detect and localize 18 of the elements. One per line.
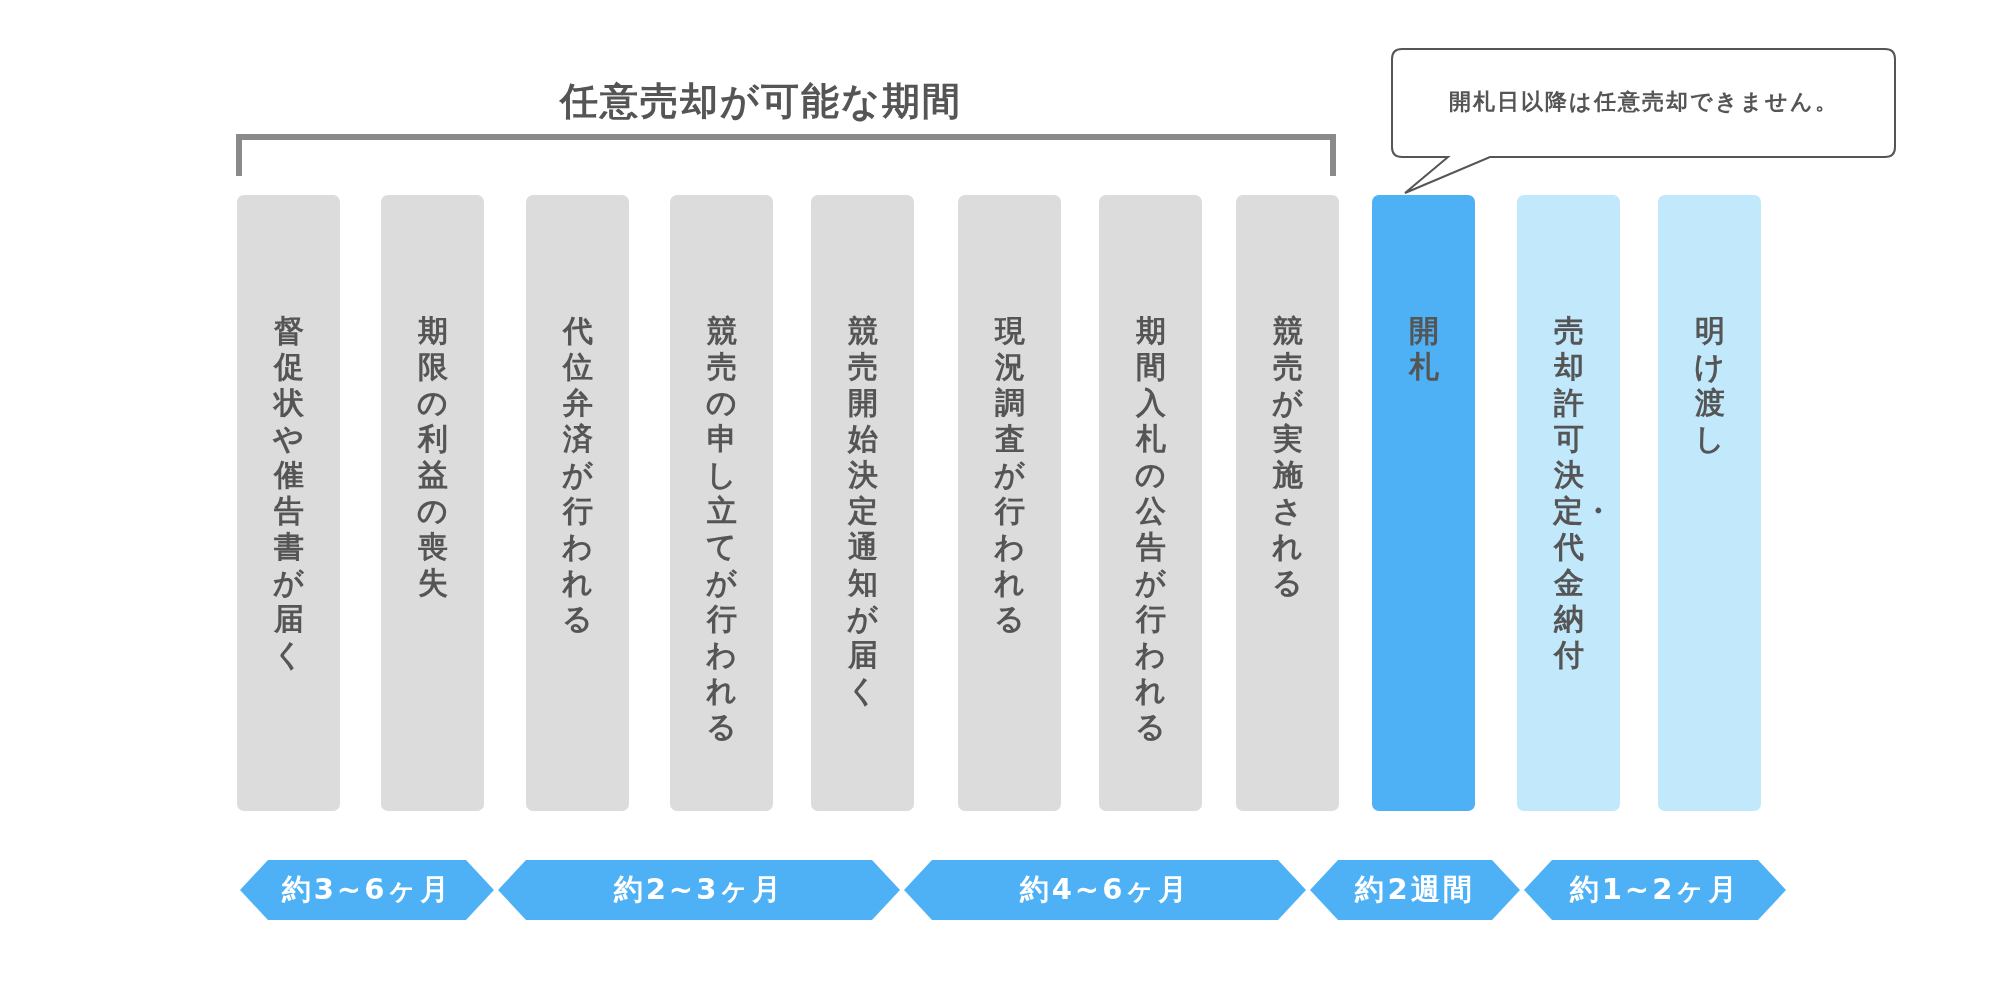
speech-bubble: 開札日以降は任意売却できません。 [1390, 47, 1897, 197]
duration-tag: 約2~3ヶ月 [498, 860, 900, 920]
step-bar: 売却許可決定・代金納付 [1517, 195, 1620, 811]
duration-tag: 約2週間 [1310, 860, 1520, 920]
duration-tag: 約3~6ヶ月 [240, 860, 494, 920]
step-bar: 競売開始決定通知が届く [811, 195, 914, 811]
step-bar: 代位弁済が行われる [526, 195, 629, 811]
duration-tag: 約4~6ヶ月 [904, 860, 1306, 920]
step-bar: 競売が実施される [1236, 195, 1339, 811]
step-bar: 競売の申し立てが行われる [670, 195, 773, 811]
step-bar: 期限の利益の喪失 [381, 195, 484, 811]
bracket-label: 任意売却が可能な期間 [560, 78, 962, 125]
step-bar: 督促状や催告書が届く [237, 195, 340, 811]
step-bar: 現況調査が行われる [958, 195, 1061, 811]
step-bar: 明け渡し [1658, 195, 1761, 811]
step-bar: 開札 [1372, 195, 1475, 811]
duration-tag: 約1~2ヶ月 [1524, 860, 1786, 920]
step-bar: 期間入札の公告が行われる [1099, 195, 1202, 811]
